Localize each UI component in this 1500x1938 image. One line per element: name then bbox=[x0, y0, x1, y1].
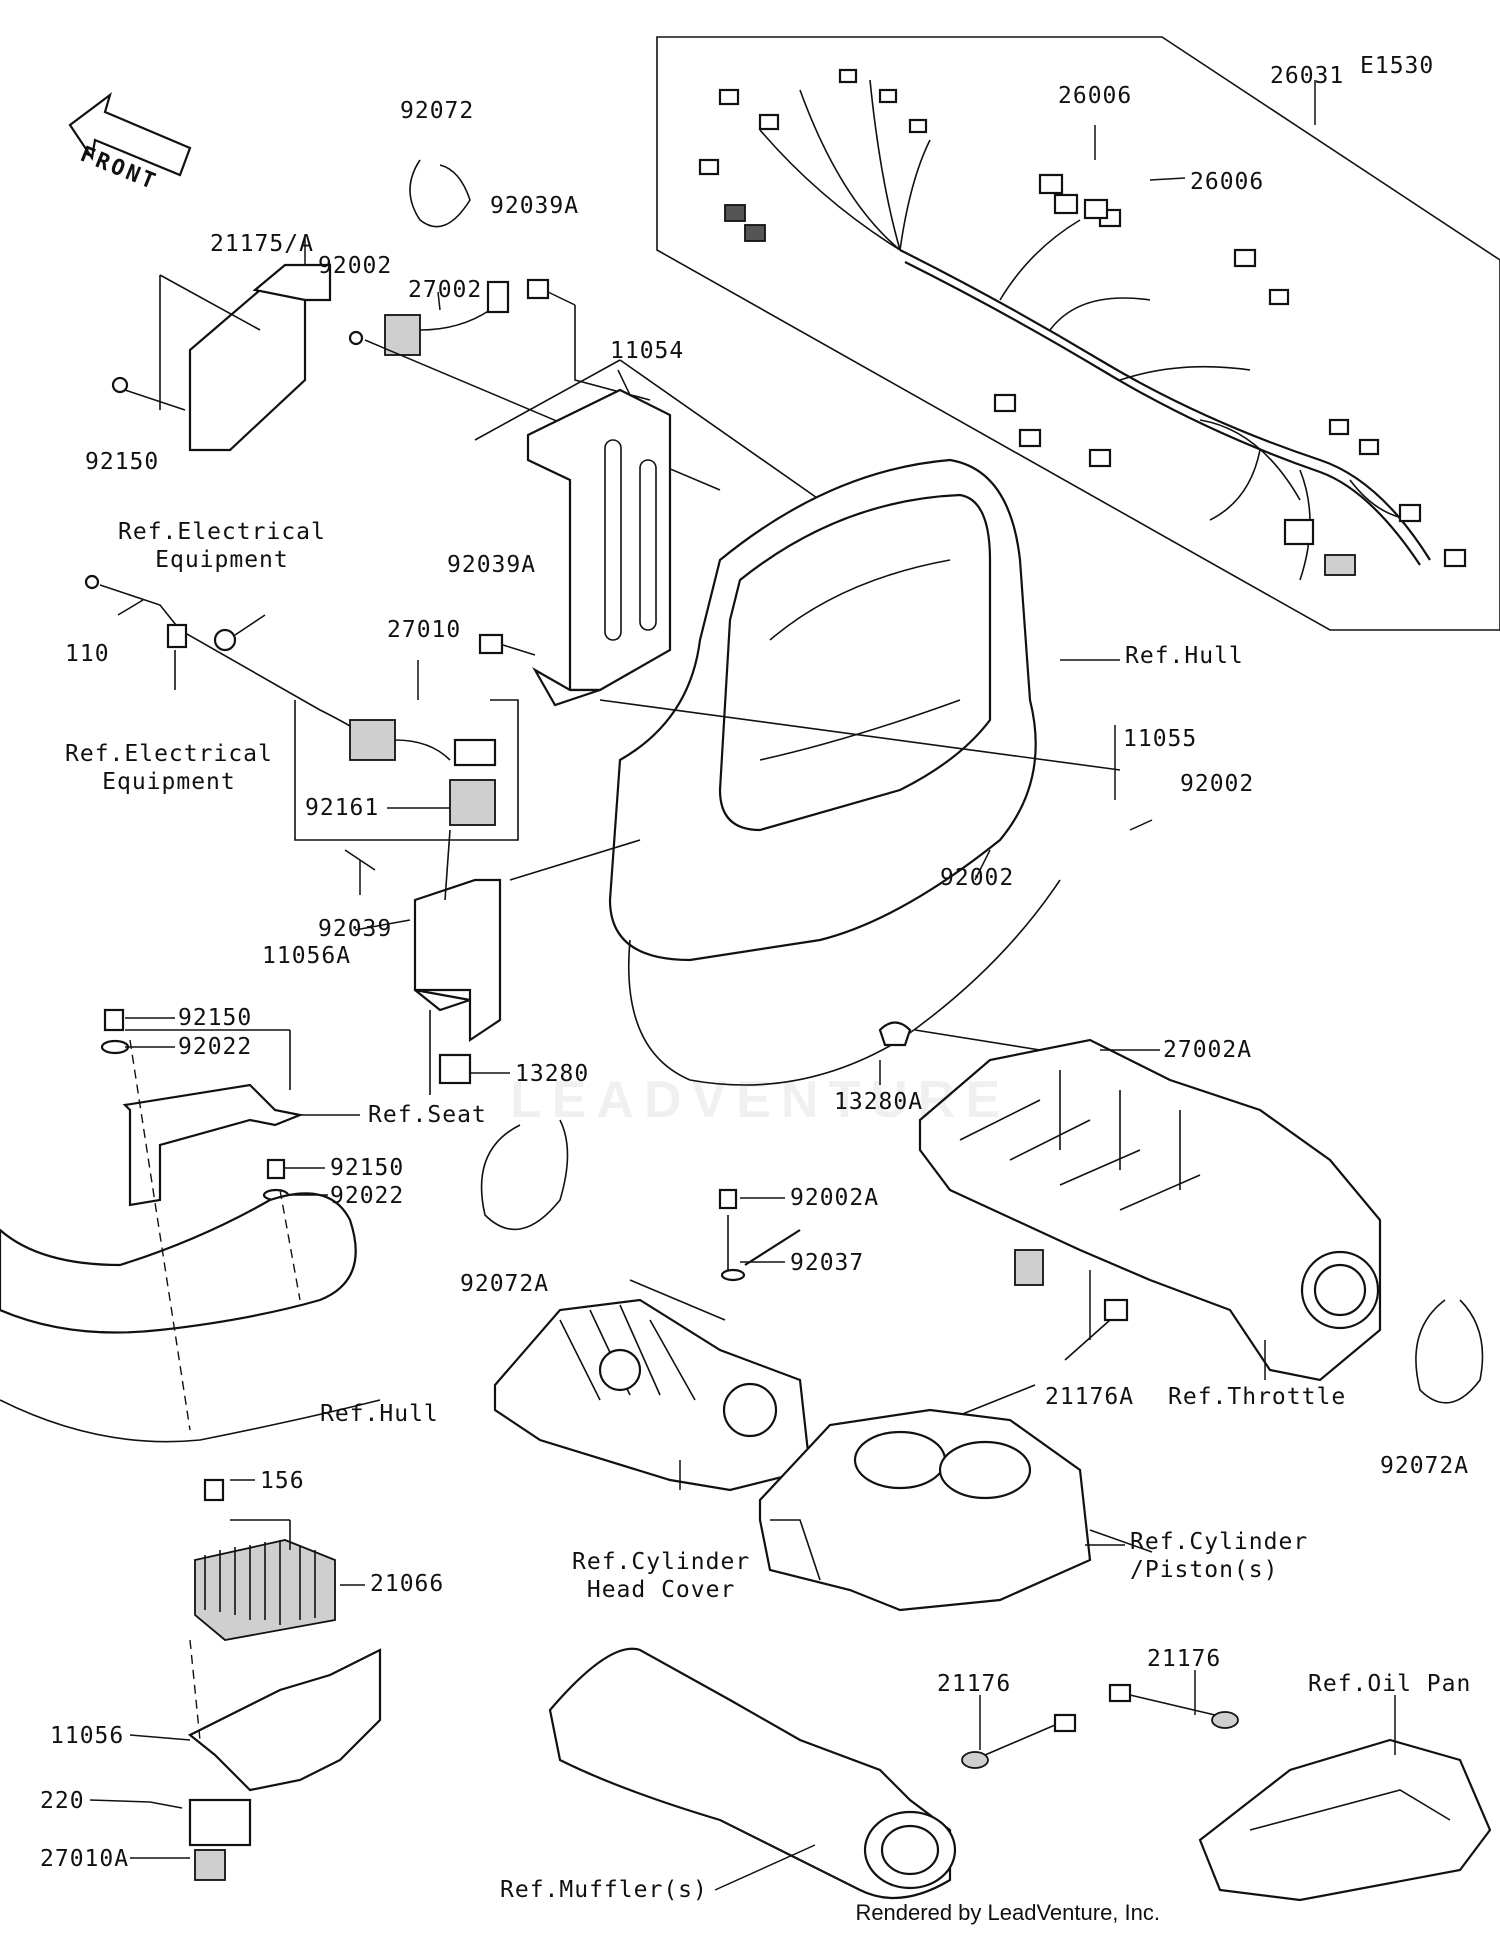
part-label-92150-top[interactable]: 92150 bbox=[85, 449, 160, 475]
ref-throttle[interactable]: Ref.Throttle bbox=[1168, 1384, 1347, 1410]
oil-pan bbox=[1198, 1738, 1492, 1902]
electrical-wire-110 bbox=[84, 574, 371, 741]
part-label-13280a[interactable]: 13280A bbox=[834, 1089, 924, 1115]
part-label-92161[interactable]: 92161 bbox=[305, 795, 380, 821]
part-label-220[interactable]: 220 bbox=[40, 1788, 85, 1814]
part-label-13280[interactable]: 13280 bbox=[515, 1061, 590, 1087]
clip-13280a bbox=[878, 1021, 1041, 1051]
part-label-21176-a[interactable]: 21176 bbox=[937, 1671, 1012, 1697]
zip-tie-92072 bbox=[409, 159, 471, 228]
part-label-92022-low[interactable]: 92022 bbox=[330, 1183, 405, 1209]
hull-lower-left bbox=[0, 1039, 381, 1443]
render-credit: Rendered by LeadVenture, Inc. bbox=[855, 1900, 1160, 1925]
part-label-92072[interactable]: 92072 bbox=[400, 98, 475, 124]
part-label-11055[interactable]: 11055 bbox=[1123, 726, 1198, 752]
ref-electrical-equipment-2[interactable]: Ref.Electrical Equipment bbox=[65, 741, 273, 795]
part-label-110[interactable]: 110 bbox=[65, 641, 110, 667]
sensor-21176-pair bbox=[961, 1683, 1239, 1769]
part-label-92039a-top[interactable]: 92039A bbox=[490, 193, 580, 219]
part-label-21066[interactable]: 21066 bbox=[370, 1571, 445, 1597]
part-label-11054[interactable]: 11054 bbox=[610, 338, 685, 364]
zip-tie-92072a-right bbox=[1415, 1299, 1484, 1404]
part-label-92039[interactable]: 92039 bbox=[318, 916, 393, 942]
part-label-156[interactable]: 156 bbox=[260, 1468, 305, 1494]
regulator-21066 bbox=[194, 1478, 336, 1641]
part-label-92072a-left[interactable]: 92072A bbox=[460, 1271, 550, 1297]
part-label-92037[interactable]: 92037 bbox=[790, 1250, 865, 1276]
diagram-code: E1530 bbox=[1360, 53, 1435, 79]
bolt-92039a-mid bbox=[478, 633, 1121, 771]
part-label-92002-top[interactable]: 92002 bbox=[318, 253, 393, 279]
sensor-21176a bbox=[959, 1249, 1129, 1416]
part-label-27010[interactable]: 27010 bbox=[387, 617, 462, 643]
ecu-21175a bbox=[111, 263, 332, 452]
throttle-body bbox=[918, 1038, 1382, 1382]
bolt-92002a-washer-92037 bbox=[718, 1188, 801, 1282]
wire-harness-26031 bbox=[656, 36, 1500, 631]
ref-electrical-equipment-1[interactable]: Ref.Electrical Equipment bbox=[118, 519, 326, 573]
hull-frame bbox=[608, 458, 1120, 1086]
part-label-21176a[interactable]: 21176A bbox=[1045, 1384, 1135, 1410]
bolts-washers-92150-92022 bbox=[100, 1008, 290, 1202]
cylinder-head-cover bbox=[493, 1279, 812, 1492]
sensor-27010a bbox=[149, 1798, 252, 1881]
part-label-92072a-right[interactable]: 92072A bbox=[1380, 1453, 1470, 1479]
front-arrow bbox=[68, 92, 192, 177]
part-label-27002[interactable]: 27002 bbox=[408, 277, 483, 303]
cylinder-block bbox=[758, 1408, 1092, 1612]
bracket-11054 bbox=[474, 359, 821, 707]
watermark: LEADVENTURE bbox=[509, 1071, 1011, 1129]
ref-oil-pan[interactable]: Ref.Oil Pan bbox=[1308, 1671, 1472, 1697]
clip-13280 bbox=[429, 1010, 472, 1095]
part-label-26006-a[interactable]: 26006 bbox=[1058, 83, 1133, 109]
part-label-27010a[interactable]: 27010A bbox=[40, 1846, 130, 1872]
ref-seat[interactable]: Ref.Seat bbox=[368, 1102, 487, 1128]
part-label-92150-low[interactable]: 92150 bbox=[330, 1155, 405, 1181]
part-label-92039a-mid[interactable]: 92039A bbox=[447, 552, 537, 578]
part-label-92002-mid[interactable]: 92002 bbox=[940, 865, 1015, 891]
part-label-92022-mid[interactable]: 92022 bbox=[178, 1034, 253, 1060]
part-label-92002a[interactable]: 92002A bbox=[790, 1185, 880, 1211]
ref-hull-1[interactable]: Ref.Hull bbox=[1125, 643, 1244, 669]
part-label-21176-b[interactable]: 21176 bbox=[1147, 1646, 1222, 1672]
part-label-11056[interactable]: 11056 bbox=[50, 1723, 125, 1749]
muffler bbox=[548, 1647, 957, 1900]
ref-hull-2[interactable]: Ref.Hull bbox=[320, 1401, 439, 1427]
part-label-11056a[interactable]: 11056A bbox=[262, 943, 352, 969]
ref-cylinder-head-cover[interactable]: Ref.Cylinder Head Cover bbox=[572, 1549, 751, 1603]
leader-lines bbox=[89, 80, 1396, 1891]
part-label-92150-mid[interactable]: 92150 bbox=[178, 1005, 253, 1031]
relay-box-27010 bbox=[294, 699, 519, 841]
seat-bracket bbox=[122, 1029, 304, 1207]
ref-mufflers[interactable]: Ref.Muffler(s) bbox=[500, 1877, 708, 1903]
part-label-27002a[interactable]: 27002A bbox=[1163, 1037, 1253, 1063]
part-label-26006-b[interactable]: 26006 bbox=[1190, 169, 1265, 195]
zip-tie-92072a-left bbox=[480, 1119, 569, 1231]
part-label-21175a[interactable]: 21175/A bbox=[210, 231, 314, 257]
ref-cylinder-piston[interactable]: Ref.Cylinder /Piston(s) bbox=[1130, 1529, 1309, 1583]
bracket-11056 bbox=[187, 1639, 382, 1792]
part-label-26031[interactable]: 26031 bbox=[1270, 63, 1345, 89]
bracket-11056a bbox=[344, 829, 641, 1043]
part-label-92002-right[interactable]: 92002 bbox=[1180, 771, 1255, 797]
